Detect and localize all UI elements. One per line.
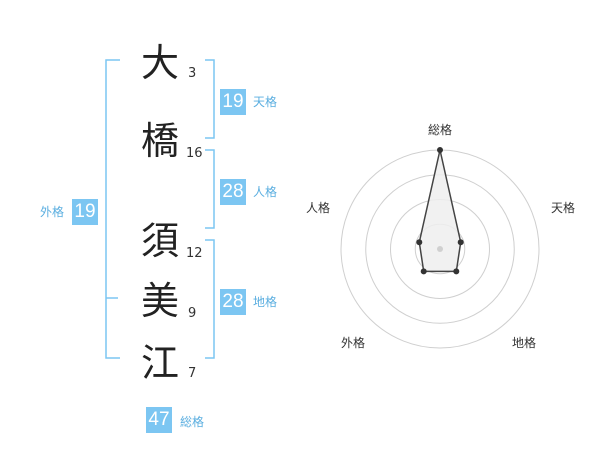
stroke-count-1: 3 (188, 66, 197, 81)
radar-point (437, 147, 443, 153)
soukaku-label: 総格 (180, 415, 205, 429)
tenkaku-value-badge: 19 (220, 89, 246, 115)
name-char-1: 大 (140, 41, 179, 85)
radar-point (453, 268, 460, 275)
stroke-count-5: 7 (188, 366, 197, 381)
outer-bracket (105, 59, 120, 359)
radar-label-chikaku: 地格 (511, 336, 537, 350)
name-char-2: 橋 (140, 119, 179, 163)
radar-center-dot (437, 246, 443, 252)
radar-label-jinkaku: 人格 (305, 201, 331, 215)
tenkaku-bracket (205, 59, 215, 139)
radar-point (457, 239, 464, 246)
chikaku-bracket (205, 239, 215, 359)
radar-label-tenkaku: 天格 (550, 201, 576, 215)
name-char-4: 美 (140, 279, 179, 323)
name-char-3: 須 (140, 219, 179, 263)
gaikaku-value-badge: 19 (72, 199, 98, 225)
stroke-count-4: 9 (188, 306, 197, 321)
radar-label-gaikaku: 外格 (340, 336, 366, 350)
radar-points (416, 147, 464, 275)
jinkaku-bracket (205, 149, 215, 229)
radar-label-soukaku: 総格 (427, 123, 453, 137)
gaikaku-label: 外格 (40, 205, 65, 219)
stroke-count-2: 16 (186, 146, 203, 161)
chikaku-label: 地格 (253, 295, 278, 309)
jinkaku-value-badge: 28 (220, 179, 246, 205)
stroke-count-3: 12 (186, 246, 203, 261)
radar-point (416, 239, 423, 246)
radar-point (420, 268, 427, 275)
chikaku-value-badge: 28 (220, 289, 246, 315)
name-char-5: 江 (140, 341, 179, 385)
soukaku-value-badge: 47 (146, 407, 172, 433)
tenkaku-label: 天格 (253, 95, 278, 109)
jinkaku-label: 人格 (253, 185, 278, 199)
radar-polygon (418, 149, 462, 273)
